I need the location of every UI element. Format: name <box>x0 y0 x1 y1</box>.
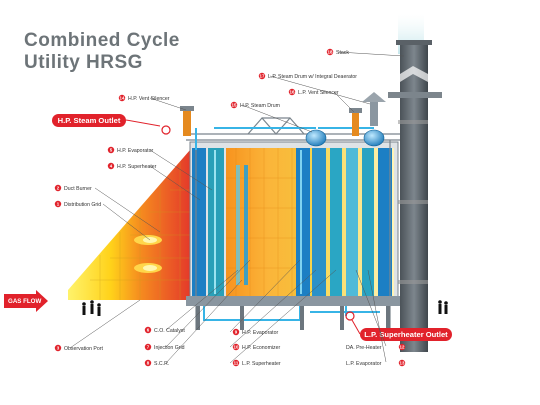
svg-text:7: 7 <box>147 345 150 350</box>
svg-text:9: 9 <box>235 330 238 335</box>
hp-steam-outlet-callout: H.P. Steam Outlet <box>52 114 171 135</box>
label-1: 1 Distribution Grid <box>54 200 101 208</box>
lp-steam-drum <box>363 129 385 147</box>
svg-text:10: 10 <box>234 345 239 350</box>
lower-frame <box>186 296 400 306</box>
svg-text:5: 5 <box>110 148 113 153</box>
label-9: 9 H.P. Evaporator <box>232 328 279 336</box>
leader-lines <box>69 51 405 364</box>
label-8: 8 S.C.R. <box>144 359 169 367</box>
svg-text:15: 15 <box>232 103 237 108</box>
svg-text:1: 1 <box>57 202 60 207</box>
label-3: 3 Observation Port <box>54 344 103 352</box>
stack-column <box>400 40 428 352</box>
label-2: 2 Duct Burner <box>54 184 92 192</box>
svg-text:L.P. Superheater: L.P. Superheater <box>242 361 281 367</box>
label-11: 11 L.P. Superheater <box>232 359 281 367</box>
label-7: 7 Injection Grid <box>144 343 185 351</box>
gas-flow-text: GAS FLOW <box>8 298 41 305</box>
svg-text:Injection Grid: Injection Grid <box>154 345 185 351</box>
label-6: 6 C.O. Catalyst <box>144 326 185 334</box>
label-13: L.P. Evaporator 13 <box>346 359 406 367</box>
svg-text:17: 17 <box>260 74 265 79</box>
svg-text:L.P. Evaporator: L.P. Evaporator <box>346 361 382 367</box>
gas-flow-arrow: GAS FLOW <box>4 290 48 312</box>
label-4: 4 H.P. Superheater <box>107 162 157 170</box>
lp-vent-silencer <box>352 112 359 136</box>
stack <box>388 14 442 352</box>
people-silhouettes <box>82 300 448 316</box>
svg-text:H.P. Evaporator: H.P. Evaporator <box>117 148 154 154</box>
svg-text:14: 14 <box>120 96 125 101</box>
inlet-duct <box>68 150 190 300</box>
burner-flames <box>134 235 162 273</box>
label-16: 16 L.P. Vent Silencer <box>288 88 339 96</box>
svg-text:DA. Pre-Heater: DA. Pre-Heater <box>346 345 382 351</box>
svg-text:H.P. Superheater: H.P. Superheater <box>117 164 157 170</box>
svg-text:Observation Port: Observation Port <box>64 346 103 352</box>
svg-text:H.P. Vent Silencer: H.P. Vent Silencer <box>128 96 170 102</box>
svg-text:Distribution Grid: Distribution Grid <box>64 202 101 208</box>
label-14: 14 H.P. Vent Silencer <box>118 94 170 102</box>
hp-steam-drum <box>305 129 327 147</box>
svg-text:2: 2 <box>57 186 60 191</box>
svg-text:C.O. Catalyst: C.O. Catalyst <box>154 328 185 334</box>
svg-text:H.P. Steam Drum: H.P. Steam Drum <box>240 103 280 109</box>
svg-text:Stack: Stack <box>336 50 349 56</box>
svg-text:L.P. Steam Drum w/ Integral De: L.P. Steam Drum w/ Integral Deaerator <box>268 74 357 80</box>
label-5: 5 H.P. Evaporator <box>107 146 154 154</box>
svg-text:6: 6 <box>147 328 150 333</box>
label-10: 10 H.P. Economizer <box>232 343 281 351</box>
svg-text:4: 4 <box>110 164 113 169</box>
title-line-1: Combined Cycle <box>24 30 180 51</box>
svg-text:8: 8 <box>147 361 150 366</box>
svg-text:13: 13 <box>400 361 405 366</box>
svg-text:11: 11 <box>234 361 239 366</box>
svg-text:H.P. Evaporator: H.P. Evaporator <box>242 330 279 336</box>
title-line-2: Utility HRSG <box>24 52 143 73</box>
svg-text:H.P. Economizer: H.P. Economizer <box>242 345 281 351</box>
svg-text:L.P. Vent Silencer: L.P. Vent Silencer <box>298 90 339 96</box>
label-15: 15 H.P. Steam Drum <box>230 101 280 109</box>
label-18: 18 Stack <box>326 48 349 56</box>
lp-superheater-outlet-callout: L.P. Superheater Outlet <box>345 311 452 341</box>
svg-text:S.C.R.: S.C.R. <box>154 361 169 367</box>
hp-vent-silencer <box>183 110 191 136</box>
svg-text:Duct Burner: Duct Burner <box>64 186 92 192</box>
hp-steam-outlet-text: H.P. Steam Outlet <box>58 116 121 125</box>
svg-text:3: 3 <box>57 346 60 351</box>
svg-text:12: 12 <box>400 345 405 350</box>
svg-text:18: 18 <box>328 50 333 55</box>
svg-text:16: 16 <box>290 90 295 95</box>
deaerator <box>370 102 378 126</box>
label-12: DA. Pre-Heater 12 <box>346 343 406 351</box>
lp-superheater-outlet-text: L.P. Superheater Outlet <box>364 330 448 339</box>
label-17: 17 L.P. Steam Drum w/ Integral Deaerator <box>258 72 357 80</box>
